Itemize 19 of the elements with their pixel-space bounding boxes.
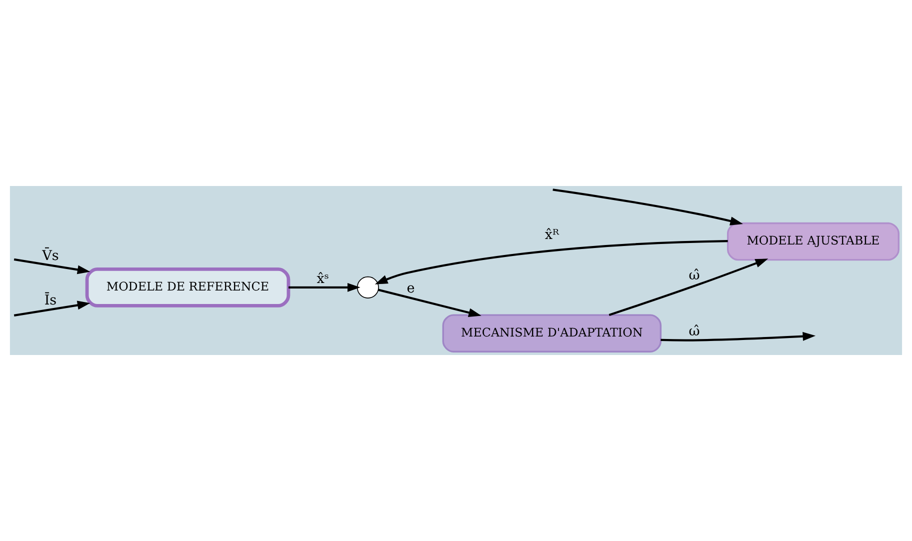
arrow <box>552 188 743 226</box>
arrow <box>374 240 728 284</box>
edge-label: Īs <box>44 292 57 308</box>
edge-label: x̂ᴿ <box>544 226 559 243</box>
edge-label: x̂ˢ <box>316 271 329 288</box>
node-box: MODELE AJUSTABLE <box>726 222 900 261</box>
edge-label: V̄s <box>42 248 59 264</box>
node-circle <box>356 276 379 298</box>
edge-label: ω̂ <box>688 268 700 284</box>
arrow <box>14 300 90 317</box>
arrow <box>288 282 360 292</box>
edge-label: ω̂ <box>688 324 700 340</box>
arrow <box>378 288 482 318</box>
node-box: MODELE DE REFERENCE <box>85 267 290 308</box>
arrow <box>14 258 90 274</box>
edge-label: e <box>406 280 415 296</box>
node-box: MECANISME D'ADAPTATION <box>442 314 662 352</box>
arrow <box>660 332 816 342</box>
arrow <box>608 258 768 316</box>
